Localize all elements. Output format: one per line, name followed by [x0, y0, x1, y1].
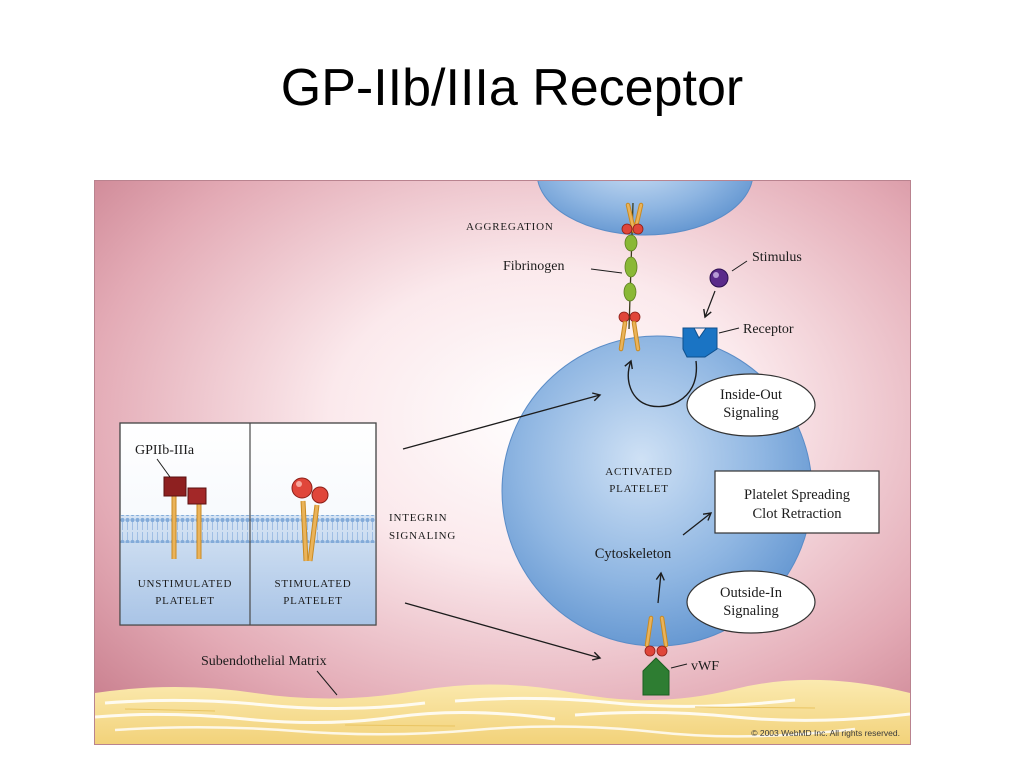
integrin-signaling-line1: INTEGRIN [389, 512, 447, 524]
integrin-arrow-down [404, 602, 602, 661]
stimulus-pointer [731, 260, 748, 272]
inside-out-oval [686, 373, 816, 437]
copyright-notice: © 2003 WebMD Inc. All rights reserved. [751, 728, 900, 738]
subendothelial-matrix [95, 679, 910, 744]
outside-in-arrow [655, 571, 665, 604]
slide-title: GP-IIb/IIIa Receptor [280, 59, 744, 117]
activated-platelet-line1: ACTIVATED [605, 466, 673, 478]
top-platelet [537, 181, 753, 236]
receptor-label: Receptor [743, 322, 794, 337]
inside-out-arrow [624, 359, 697, 408]
unstimulated-line2: PLATELET [155, 595, 215, 607]
platelet-inset-panels [119, 422, 377, 626]
aggregation-label: AGGREGATION [466, 221, 554, 233]
platelet-spreading-box [714, 470, 880, 534]
stimulus-arrow [703, 290, 716, 319]
fibrinogen-label: Fibrinogen [503, 259, 564, 274]
integrin-signaling-line2: SIGNALING [389, 530, 456, 542]
outside-in-line2: Signaling [723, 603, 779, 619]
activated-platelet-line2: PLATELET [609, 483, 669, 495]
platelet-receptor [682, 327, 718, 358]
subendothelial-pointer [316, 670, 338, 696]
platelet-spreading-line1: Platelet Spreading [744, 487, 850, 503]
stimulated-line2: PLATELET [283, 595, 343, 607]
inside-out-line2: Signaling [723, 405, 779, 421]
inside-out-line1: Inside-Out [720, 387, 782, 403]
platelet-spreading-line2: Clot Retraction [753, 506, 843, 522]
vwf-label: vWF [691, 659, 719, 674]
vwf-pointer [670, 663, 688, 669]
integrin-arrow-up [402, 392, 602, 450]
fibrinogen-bridge [618, 202, 644, 352]
cytoskeleton-label: Cytoskeleton [595, 546, 672, 562]
subendothelial-label: Subendothelial Matrix [201, 654, 327, 669]
stimulus-molecule [709, 268, 729, 288]
gpiib-iiia-diagram: Inside-Out Signaling Outside-In Signalin… [94, 180, 911, 745]
vwf-complex [642, 615, 670, 696]
stimulus-label: Stimulus [752, 250, 802, 265]
outside-in-oval [686, 570, 816, 634]
gpiib-label: GPIIb-IIIa [135, 443, 195, 458]
outside-in-line1: Outside-In [720, 585, 783, 601]
stimulated-line1: STIMULATED [274, 578, 351, 590]
cytoskeleton-arrow [682, 512, 713, 536]
fibrinogen-pointer [590, 268, 623, 274]
unstimulated-line1: UNSTIMULATED [138, 578, 233, 590]
receptor-pointer [718, 327, 740, 334]
